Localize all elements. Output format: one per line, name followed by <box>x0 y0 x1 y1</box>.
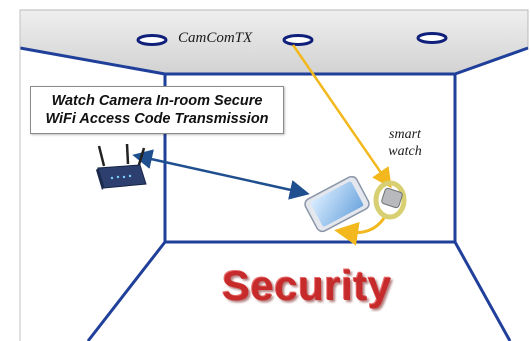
watch-to-phone-arrow <box>334 217 386 246</box>
security-heading: Security <box>222 262 392 309</box>
title-line-1: Watch Camera In-room Secure <box>51 93 263 109</box>
ceiling-light-icon <box>136 34 168 46</box>
camera-to-watch-arrow <box>291 44 392 189</box>
router-phone-arrow <box>132 149 310 200</box>
camcomtx-label: CamComTX <box>178 30 253 46</box>
wifi-router-icon <box>96 143 147 190</box>
smart-watch-label: smart watch <box>372 126 438 160</box>
ceiling-light-icon <box>282 34 314 46</box>
title-box: Watch Camera In-room Secure WiFi Access … <box>30 86 284 134</box>
watch-label-line-2: watch <box>388 144 422 159</box>
ceiling-light-icon <box>416 32 448 44</box>
title-line-2: WiFi Access Code Transmission <box>45 111 269 127</box>
smartwatch-icon <box>373 180 407 220</box>
ceiling <box>19 9 529 75</box>
smartphone-icon <box>304 175 370 233</box>
watch-label-line-1: smart <box>389 127 421 142</box>
